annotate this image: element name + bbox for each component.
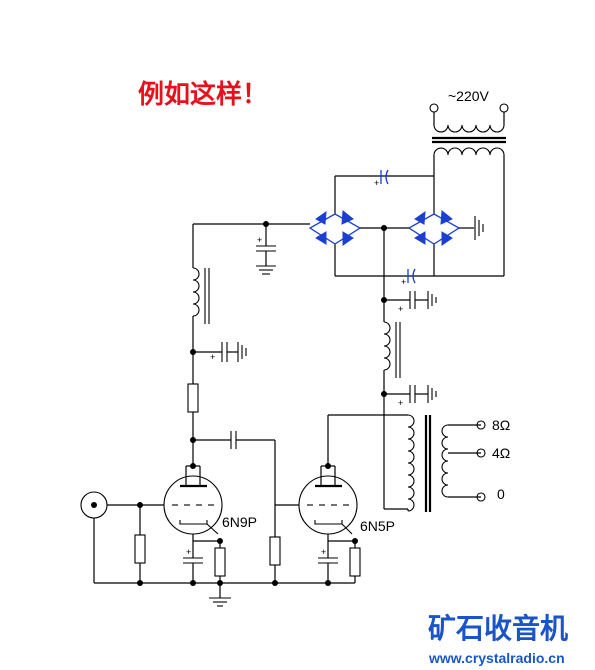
cathode-resistor-preamp [214,547,226,577]
output-transformer [327,414,481,512]
tube-6n9p-label: 6N9P [222,514,257,530]
filter-choke-left [192,267,210,324]
primary-winding [433,124,505,133]
power-transformer: ~220V [429,88,509,156]
diode-icon [414,210,426,225]
svg-text:+: + [398,398,403,408]
diode-icon [414,231,426,245]
speaker-terminal-0 [476,492,486,502]
coupling-capacitor [193,431,275,449]
watermark-brand: 矿石收音机 [428,612,568,645]
ac-terminal-right [499,103,509,113]
svg-text:+: + [186,547,191,557]
tap-0-label: 0 [497,486,505,502]
filter-capacitor-2: + [193,342,247,362]
ground-icon [474,216,484,240]
ground-icon [209,597,231,607]
filter-capacitor-3: + [384,291,437,314]
svg-text:+: + [210,352,215,362]
diagram-title: 例如这样！ [138,79,268,110]
watermark-url: www.crystalradio.cn [428,650,565,666]
output-primary [407,414,415,512]
ac-terminal-left [429,103,439,113]
plate-resistor [187,383,199,413]
bridge-rectifier-left [308,210,362,246]
svg-text:+: + [398,304,403,314]
speaker-terminal-8ohm [476,420,486,430]
filter-capacitor-4: + [384,385,437,408]
bridge-rectifier-right [407,210,461,246]
speaker-terminal-4ohm [476,448,486,458]
grid-resistor-preamp [134,534,146,564]
ac-input-label: ~220V [448,88,490,104]
bridge-capacitor-top: + [374,169,389,188]
svg-text:+: + [374,178,379,188]
diode-icon [440,210,453,225]
tube-6n9p [163,463,223,535]
bridge-capacitor-bottom: + [401,268,416,287]
svg-text:+: + [257,235,262,245]
svg-text:+: + [321,547,326,557]
input-jack [80,491,108,519]
tap-8-label: 8Ω [492,417,510,433]
tap-4-label: 4Ω [492,445,510,461]
cathode-resistor-output [349,547,361,577]
diode-icon [341,210,354,225]
secondary-winding [433,147,505,156]
filter-capacitor-1: + [256,224,276,275]
svg-text:+: + [401,277,406,287]
filter-choke-right [383,321,401,378]
diode-icon [342,231,354,246]
grid-resistor-output [269,536,281,566]
diode-icon [315,231,327,245]
tube-6n5p [298,463,358,535]
diode-icon [315,210,327,225]
tube-6n5p-label: 6N5P [360,518,395,534]
output-secondary [441,424,449,498]
diode-icon [441,231,453,246]
